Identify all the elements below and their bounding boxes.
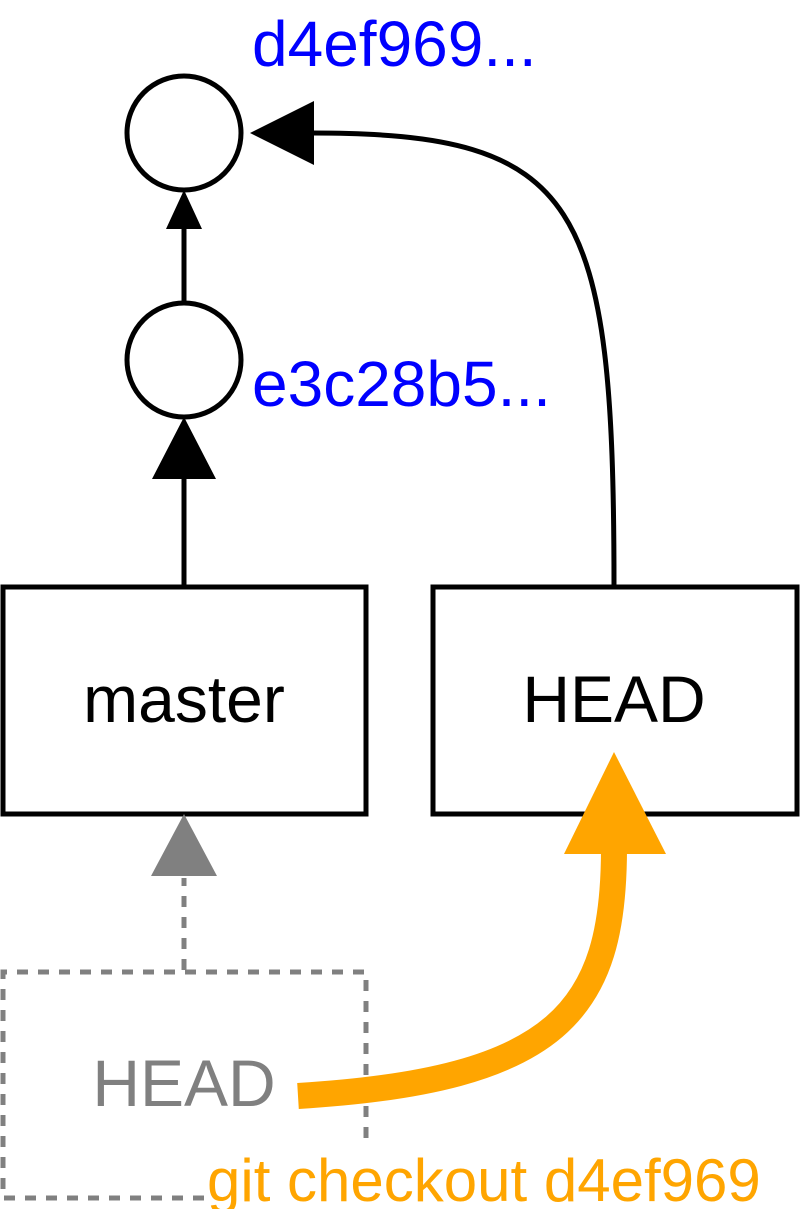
master-pointer-arrow <box>152 417 216 586</box>
commit-node-d4ef969 <box>124 73 244 193</box>
head-pointer-arrow <box>250 101 617 587</box>
commit-hash-label-e3c28b5: e3c28b5... <box>252 348 551 420</box>
previous-head-pointer-arrow <box>151 814 217 970</box>
checkout-move-arrow <box>297 752 666 1109</box>
head-ref-box: HEAD <box>430 584 800 817</box>
commit-node-e3c28b5 <box>124 300 244 420</box>
parent-arrow <box>166 190 202 303</box>
previous-head-label: HEAD <box>92 1046 275 1120</box>
previous-head-box: HEAD <box>0 969 369 1201</box>
master-branch-box: master <box>0 584 369 817</box>
head-ref-label: HEAD <box>522 662 705 736</box>
master-branch-label: master <box>83 662 285 736</box>
git-command-label: git checkout d4ef969 <box>207 1147 761 1209</box>
commit-hash-label-d4ef969: d4ef969... <box>252 8 537 80</box>
